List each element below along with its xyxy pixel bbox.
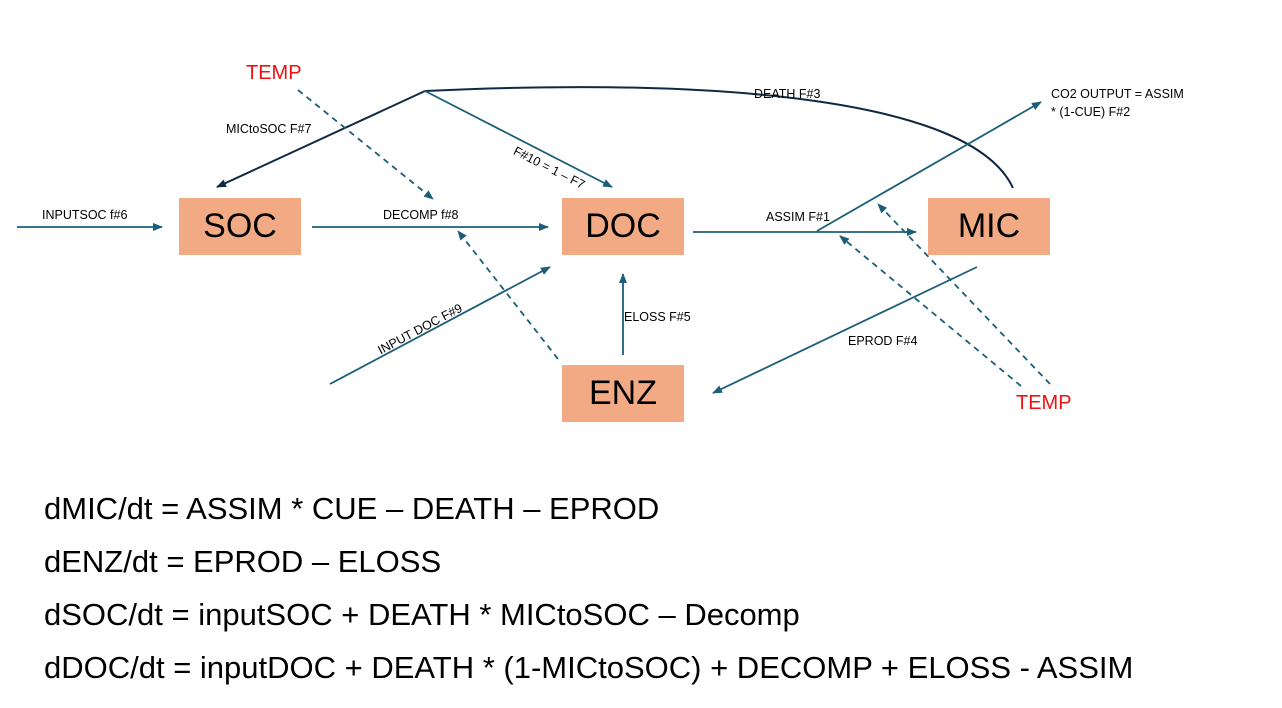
mic-box: MIC (928, 198, 1050, 255)
enz-decomp-dashed-arrow (457, 230, 559, 360)
co2-label-line1: CO2 OUTPUT = ASSIM (1051, 87, 1184, 101)
mictosoc-label: MICtoSOC F#7 (226, 122, 312, 136)
equation-dmic: dMIC/dt = ASSIM * CUE – DEATH – EPROD (44, 491, 660, 526)
death-label: DEATH F#3 (754, 87, 821, 101)
input-doc-arrow (329, 266, 551, 385)
doc-label: DOC (585, 207, 661, 245)
soc-box: SOC (179, 198, 301, 255)
equation-ddoc: dDOC/dt = inputDOC + DEATH * (1-MICtoSOC… (44, 650, 1134, 685)
temp-bottom-label: TEMP (1016, 392, 1072, 414)
mictosoc-arrow (216, 90, 426, 188)
temp-assim-dashed-arrow (839, 235, 1022, 387)
equation-dsoc: dSOC/dt = inputSOC + DEATH * MICtoSOC – … (44, 597, 800, 632)
temp-death-dashed-arrow (877, 203, 1051, 385)
mic-label: MIC (957, 207, 1021, 245)
co2-label-line2: * (1-CUE) F#2 (1051, 105, 1131, 119)
soc-label: SOC (203, 207, 277, 245)
assim-label: ASSIM F#1 (766, 210, 830, 224)
temp-decomp-dashed-arrow (297, 89, 434, 200)
enz-label: ENZ (589, 374, 657, 412)
death-curve (424, 86, 1014, 189)
eprod-label: EPROD F#4 (848, 334, 918, 348)
equation-denz: dENZ/dt = EPROD – ELOSS (44, 544, 442, 579)
eloss-label: ELOSS F#5 (624, 310, 691, 324)
inputsoc-label: INPUTSOC f#6 (42, 208, 128, 222)
eprod-arrow (712, 266, 978, 394)
f10-arrow (424, 90, 613, 188)
enz-box: ENZ (562, 365, 684, 422)
decomp-label: DECOMP f#8 (383, 208, 459, 222)
co2-arrow (816, 101, 1042, 232)
temp-top-label: TEMP (246, 62, 302, 84)
doc-box: DOC (562, 198, 684, 255)
